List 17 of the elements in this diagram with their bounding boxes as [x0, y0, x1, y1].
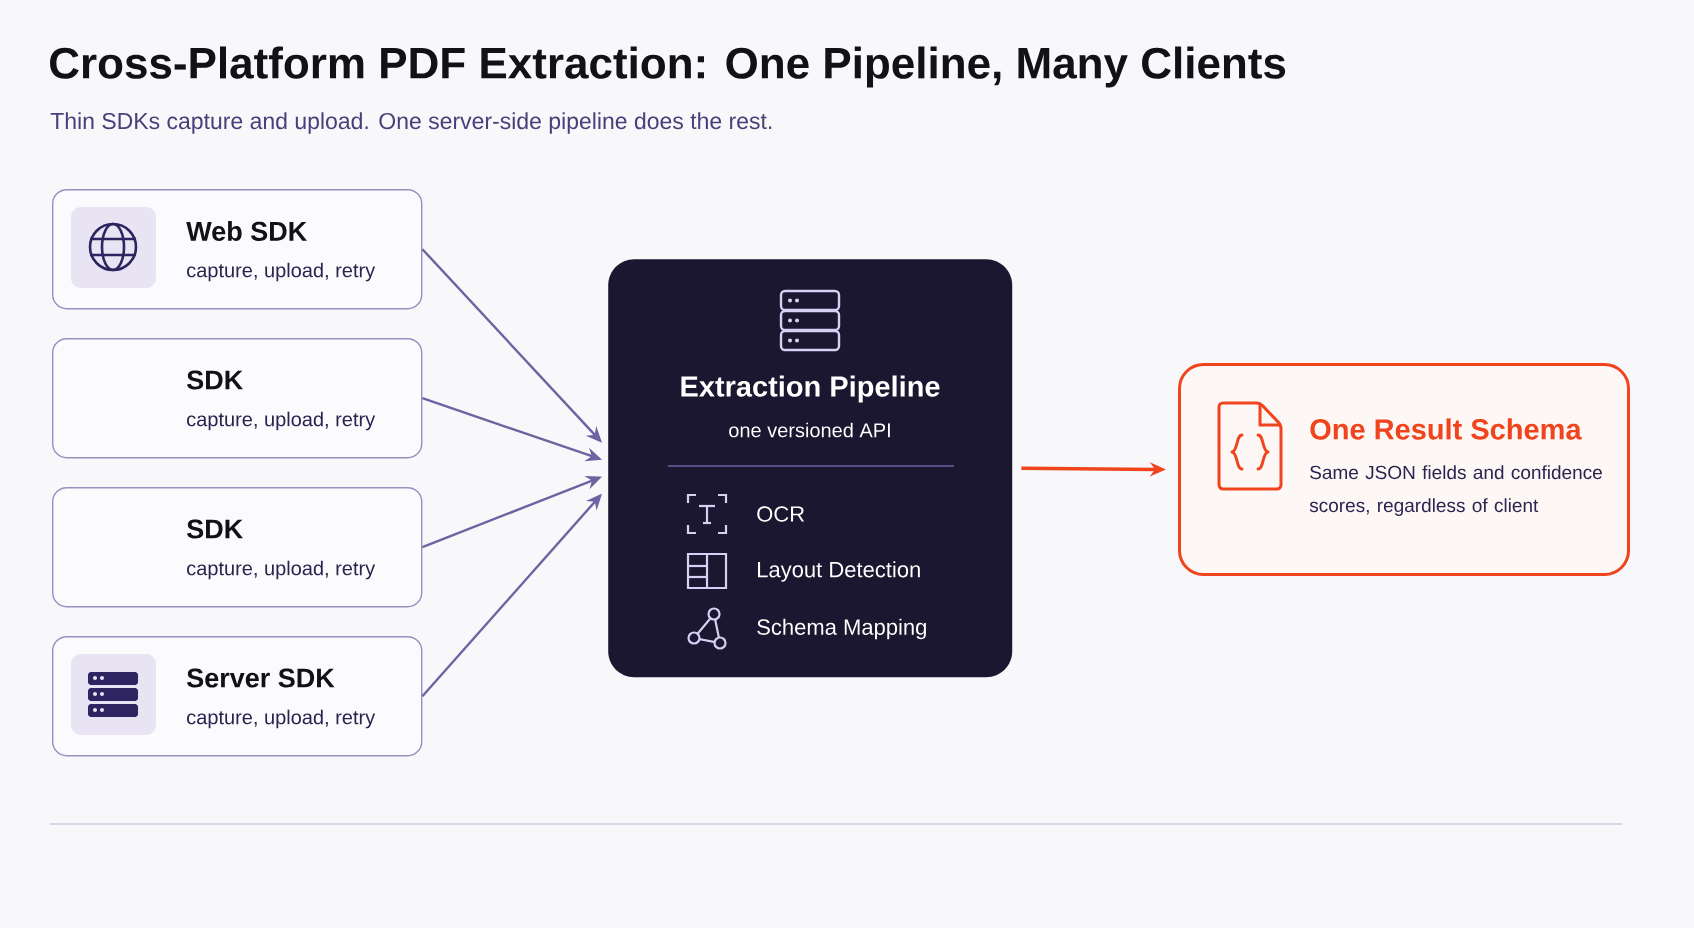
card-title: SDK [187, 370, 243, 390]
step-label: Schema Mapping [757, 618, 926, 640]
card-description: capture, upload, retry [187, 411, 376, 431]
panel-title: Extraction Pipeline [681, 375, 940, 403]
title: Cross-Platform PDF Extraction: One Pipeline, Many Clients [50, 46, 1286, 88]
card-title: Server SDK [187, 668, 335, 688]
panel-subtitle: one versioned API [729, 422, 890, 438]
card-description: capture, upload, retry [187, 262, 376, 282]
card-title: One Result Schema [1310, 418, 1582, 440]
step-label: OCR [757, 506, 805, 522]
card-title: Web SDK [186, 221, 307, 241]
card-description: capture, upload, retry [187, 709, 376, 729]
card-description: capture, upload, retry [187, 560, 376, 580]
card-title: SDK [187, 519, 243, 539]
subtitle: Thin SDKs capture and upload. One server-side pipeline does the rest. [50, 112, 772, 134]
step-label: Layout Detection [758, 561, 920, 582]
card-description: Same JSON fields and confidence scores, regardless of client [1309, 465, 1602, 516]
